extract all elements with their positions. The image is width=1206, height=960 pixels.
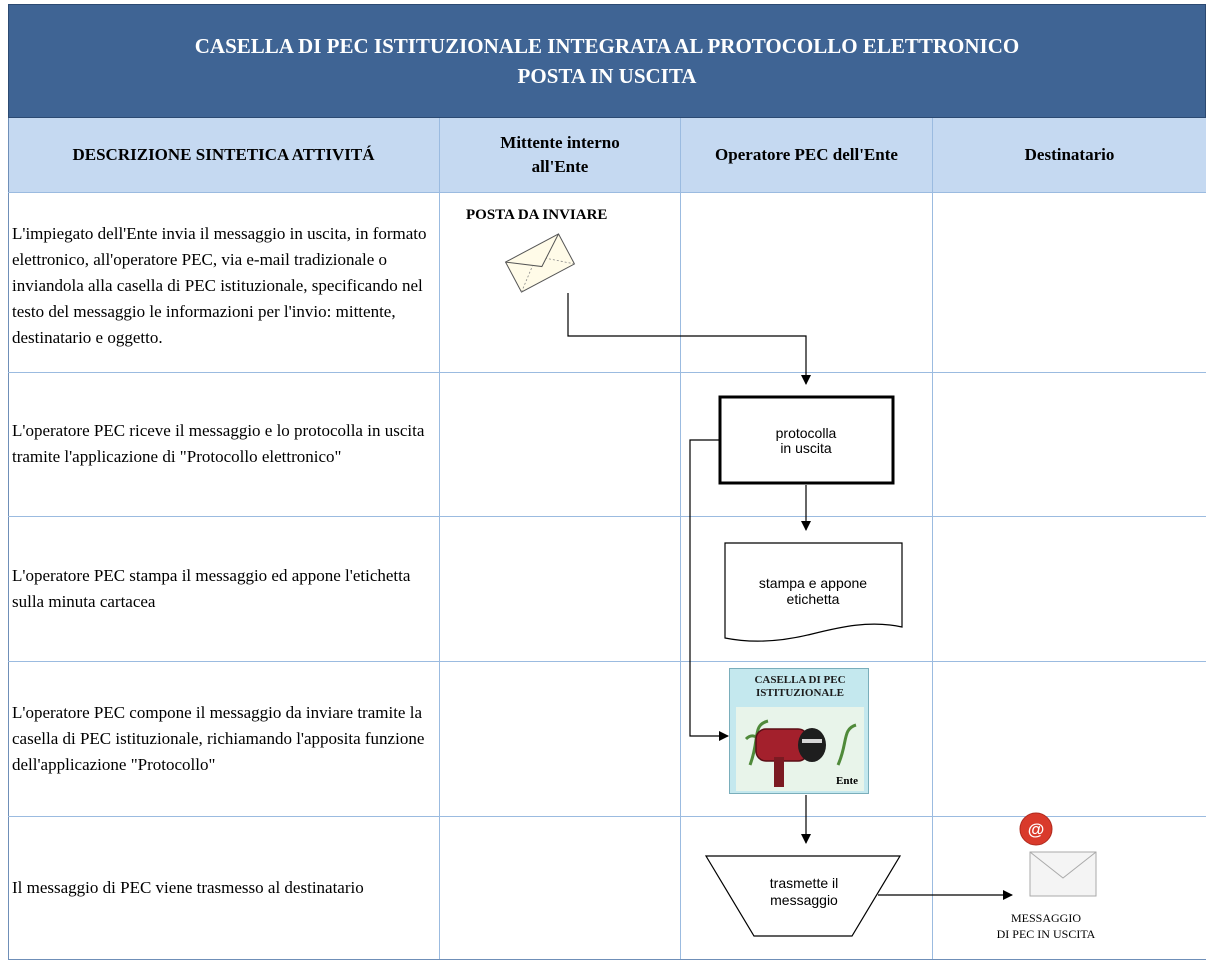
grid-line (439, 118, 440, 960)
svg-text:@: @ (1028, 820, 1045, 839)
stampa-label-2: etichetta (787, 591, 840, 607)
connector-sender-to-protocolla (567, 293, 811, 385)
header-operator: Operatore PEC dell'Ente (681, 118, 932, 192)
posta-da-inviare-label: POSTA DA INVIARE (466, 207, 608, 223)
row-4-description: L'operatore PEC compone il messaggio da … (12, 702, 425, 774)
header-sender: Mittente interno all'Ente (440, 118, 680, 192)
mailbox-title-line-2: ISTITUZIONALE (755, 687, 845, 699)
connector-protocolla-to-mailbox (689, 439, 729, 741)
trasmette-box (704, 855, 902, 937)
trasmette-label-1: trasmette il (770, 875, 838, 891)
grid-line (8, 516, 1206, 517)
grid-line (932, 118, 933, 960)
row-5-description: Il messaggio di PEC viene trasmesso al d… (12, 878, 364, 897)
pec-message-out-line-1: MESSAGGIO (1010, 911, 1081, 925)
header-recipient: Destinatario (933, 118, 1206, 192)
row-3-description: L'operatore PEC stampa il messaggio ed a… (12, 565, 411, 611)
row-2-description: L'operatore PEC riceve il messaggio e lo… (12, 421, 425, 466)
grid-line (680, 118, 681, 960)
protocolla-label-2: in uscita (780, 440, 832, 456)
grid-line (8, 661, 1206, 662)
swimlane-table: DESCRIZIONE SINTETICA ATTIVITÁ Mittente … (8, 118, 1206, 960)
grid-line (8, 816, 1206, 817)
pec-message-out-label: MESSAGGIO DI PEC IN USCITA (966, 910, 1126, 942)
title-line-2: POSTA IN USCITA (517, 64, 697, 88)
grid-line (8, 118, 9, 960)
stampa-label-1: stampa e appone (759, 575, 867, 591)
pec-email-icon: @ (1019, 812, 1097, 897)
grid-line (8, 372, 1206, 373)
grid-line (8, 192, 1206, 193)
protocolla-label-1: protocolla (776, 425, 837, 441)
trasmette-label-2: messaggio (770, 892, 838, 908)
mailbox-ente-label: Ente (836, 775, 858, 787)
mailbox-icon (736, 707, 864, 791)
title-line-1: CASELLA DI PEC ISTITUZIONALE INTEGRATA A… (194, 34, 1020, 58)
envelope-icon (504, 233, 576, 293)
header-description: DESCRIZIONE SINTETICA ATTIVITÁ (8, 118, 439, 192)
pec-message-out-line-2: DI PEC IN USCITA (996, 927, 1096, 941)
protocolla-box (718, 395, 895, 485)
row-1-description: L'impiegato dell'Ente invia il messaggio… (12, 224, 427, 347)
page-title: CASELLA DI PEC ISTITUZIONALE INTEGRATA A… (8, 4, 1206, 118)
mailbox-title-line-1: CASELLA DI PEC (754, 674, 846, 686)
pec-mailbox-card: CASELLA DI PEC ISTITUZIONALE Ente (729, 668, 869, 794)
mailbox-title: CASELLA DI PEC ISTITUZIONALE (730, 674, 870, 700)
stampa-document-box (724, 542, 903, 642)
